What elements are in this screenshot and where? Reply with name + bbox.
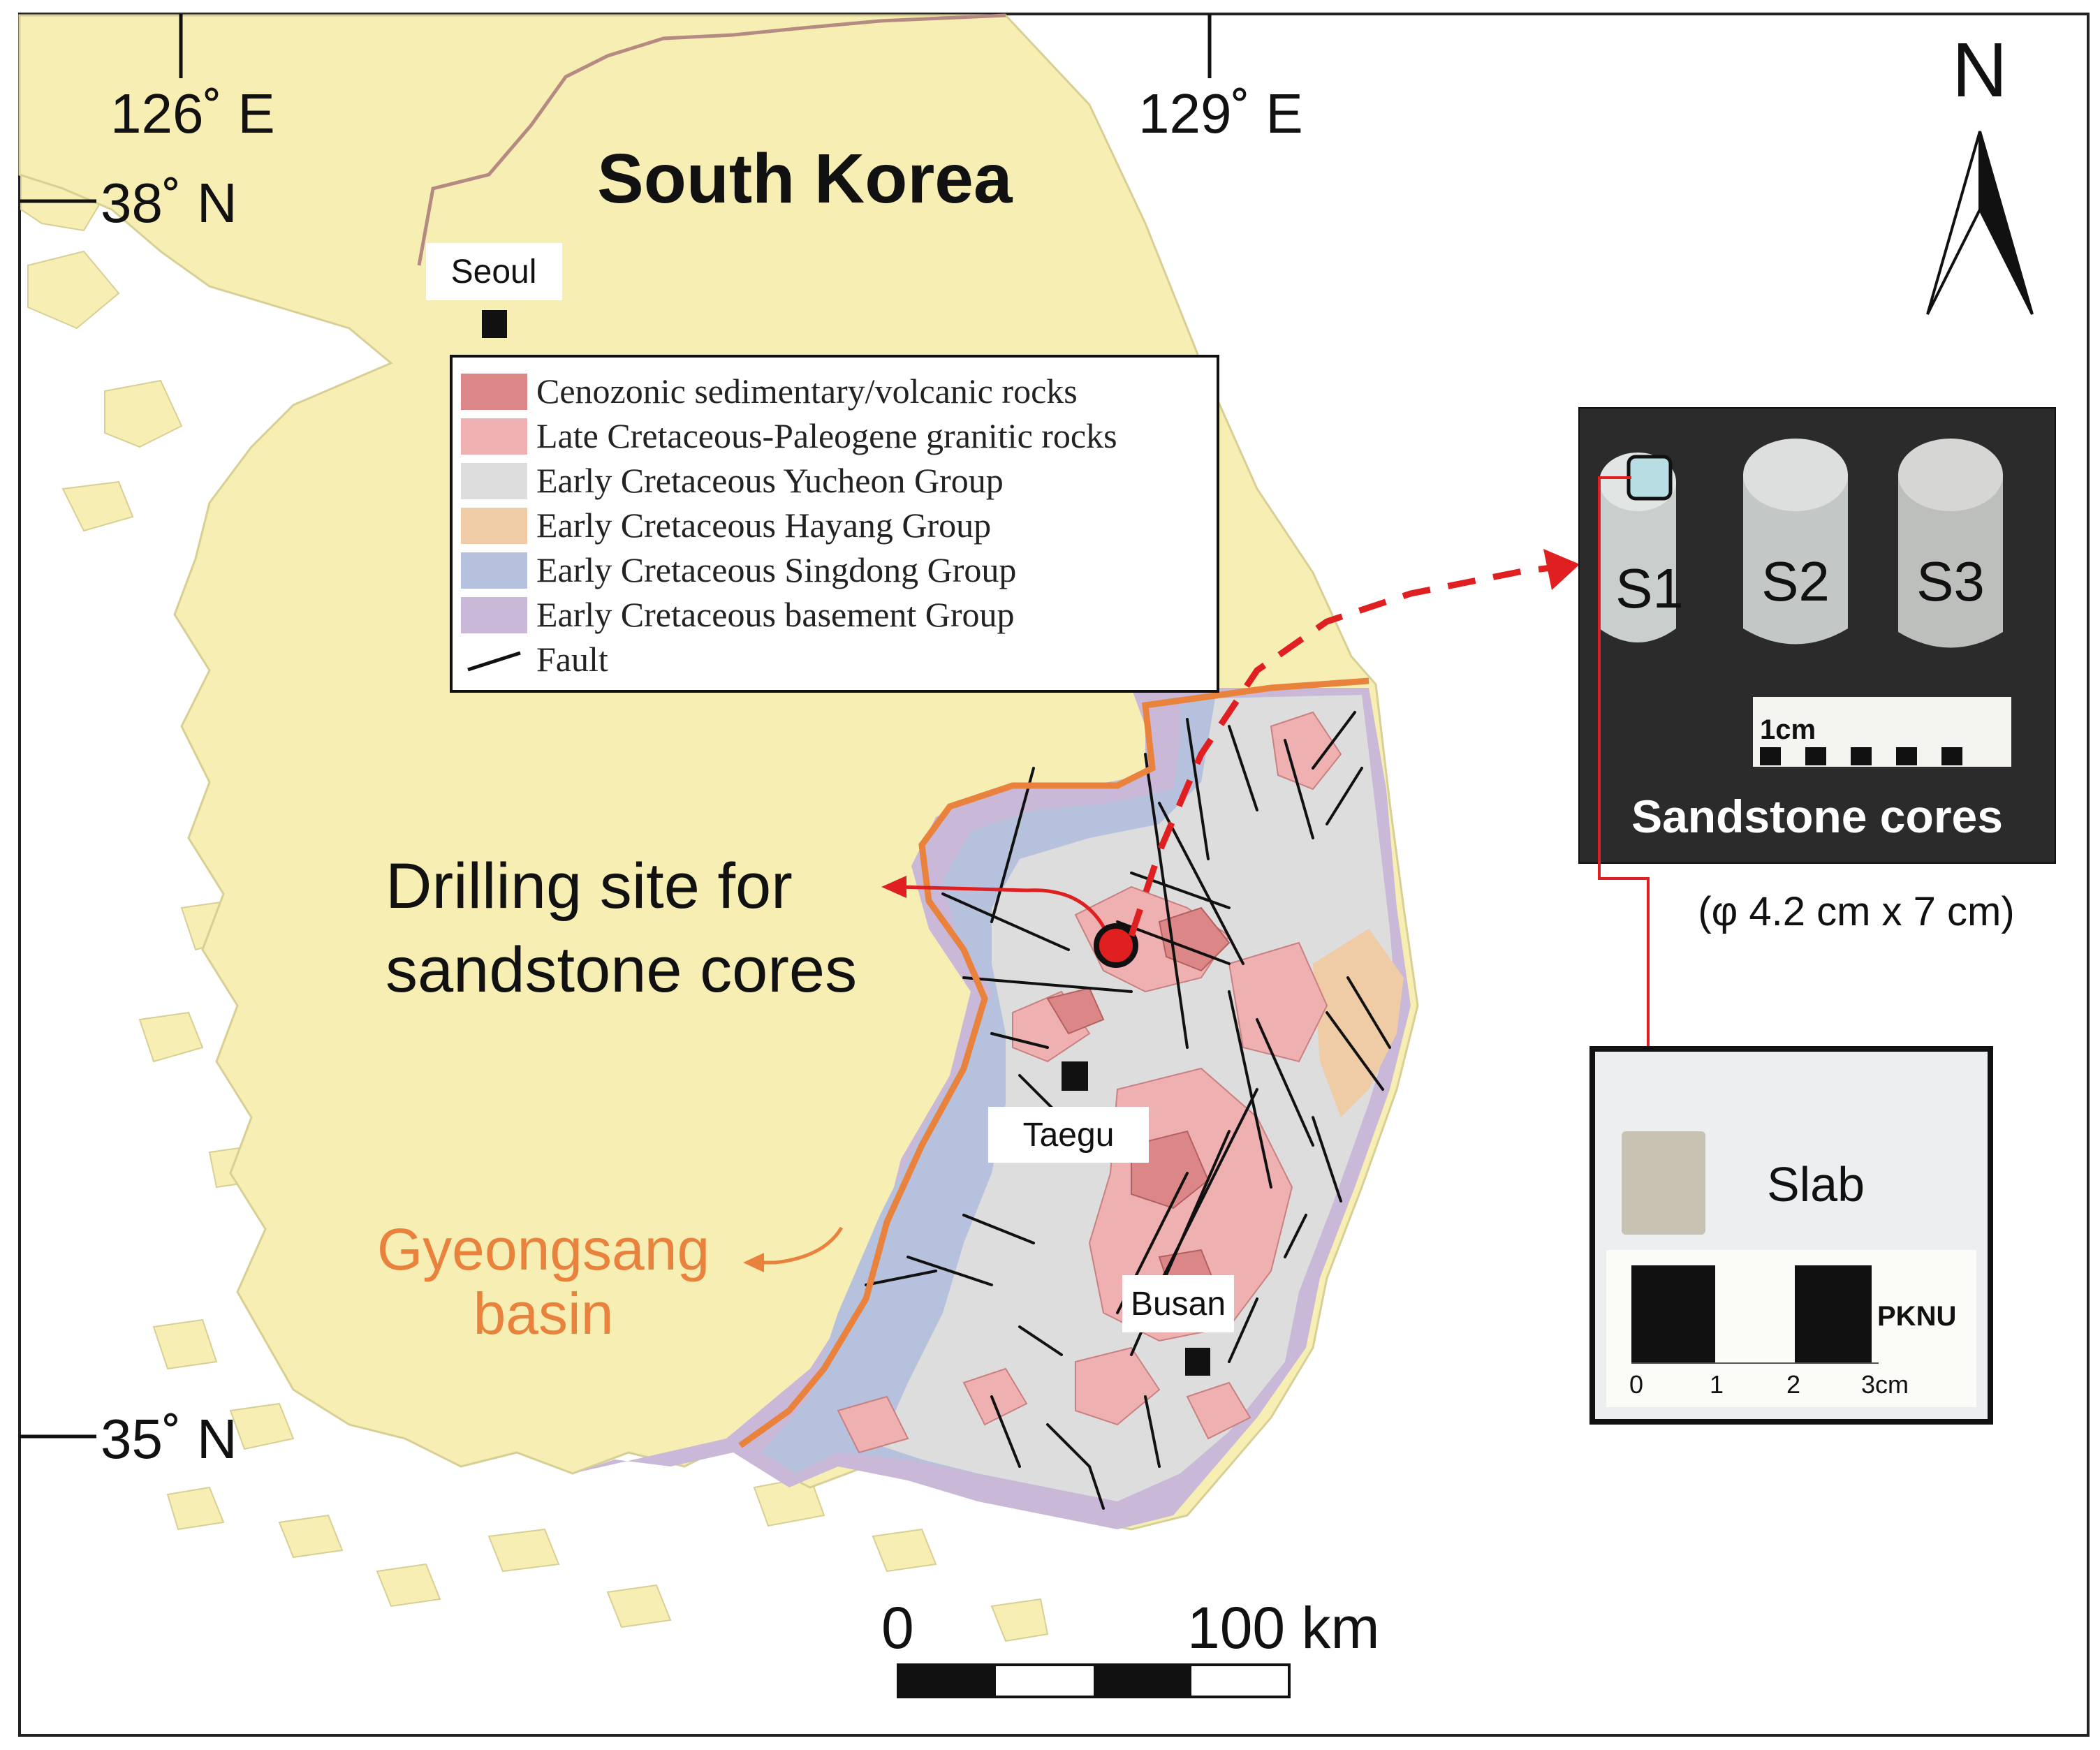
legend-label: Early Cretaceous basement Group (536, 595, 1014, 634)
legend-label: Fault (536, 640, 608, 679)
city-label-box (426, 243, 562, 300)
slab-ruler-brand: PKNU (1877, 1301, 1956, 1332)
latitude-38-label: 38˚ N (101, 172, 237, 234)
basin-label-line2: basin (473, 1281, 614, 1346)
city-label-box (1122, 1275, 1234, 1332)
legend-label: Cenozonic sedimentary/volcanic rocks (536, 372, 1078, 411)
dashed-link-arrow (1128, 564, 1558, 937)
basin-annotation: Gyeongsang basin (377, 1216, 844, 1346)
graticule (20, 14, 1212, 1439)
legend-item: Early Cretaceous Singdong Group (461, 550, 1016, 589)
legend: Cenozonic sedimentary/volcanic rocksLate… (450, 355, 1219, 693)
legend-label: Early Cretaceous Singdong Group (536, 550, 1016, 589)
basin-pointer (756, 1226, 844, 1265)
slab-ruler-tick-2: 2 (1786, 1370, 1800, 1399)
legend-label: Early Cretaceous Yucheon Group (536, 461, 1004, 500)
basin-label-line1: Gyeongsang (377, 1216, 710, 1282)
north-arrow-label: N (1952, 27, 2007, 113)
city-seoul-label: Seoul (451, 253, 537, 291)
latitude-35-label: 35˚ N (101, 1408, 237, 1470)
legend-box (450, 355, 1219, 693)
s1-to-slab-connector (1598, 476, 1650, 1117)
scale-bar: 0 100 km (881, 1595, 1379, 1698)
slab-sample (1622, 1131, 1705, 1235)
scale-bar-zero: 0 (881, 1595, 914, 1661)
slab-ruler-tick-3: 3cm (1861, 1370, 1909, 1399)
city-taegu-label: Taegu (1023, 1117, 1115, 1154)
city-busan: Busan (1122, 1275, 1234, 1376)
slab-photo: Slab PKNU 0 1 2 3cm (1589, 1046, 1993, 1425)
core-s3 (1898, 439, 2003, 648)
legend-item: Cenozonic sedimentary/volcanic rocks (461, 372, 1078, 411)
legend-item: Early Cretaceous Hayang Group (461, 506, 991, 545)
city-busan-label: Busan (1131, 1286, 1226, 1323)
slab-ruler-tick-0: 0 (1629, 1370, 1643, 1399)
longitude-126-label: 126˚ E (110, 82, 275, 145)
sandstone-cores-photo: S1 S2 S3 1cm Sandstone cores (1578, 407, 2056, 864)
basin-pointer-arrowhead (743, 1253, 764, 1272)
legend-item: Fault (467, 640, 608, 679)
slab-scale-ruler: PKNU 0 1 2 3cm (1606, 1250, 1976, 1407)
city-seoul: Seoul (426, 243, 562, 338)
drilling-site: Drilling site for sandstone cores (386, 851, 1138, 1006)
city-marker (1185, 1348, 1210, 1376)
city-label-box (988, 1107, 1149, 1163)
city-marker (482, 310, 507, 338)
legend-item: Early Cretaceous Yucheon Group (461, 461, 1004, 500)
north-arrow: N (1926, 27, 2034, 315)
core-s2-label: S2 (1761, 550, 1830, 612)
map-title: South Korea (597, 140, 1013, 218)
legend-label: Early Cretaceous Hayang Group (536, 506, 991, 545)
dmz-border (417, 13, 1006, 266)
legend-swatch (461, 418, 527, 455)
basin-boundary (738, 677, 1370, 1448)
legend-swatch (461, 374, 527, 410)
slab-ruler-tick-1: 1 (1710, 1370, 1724, 1399)
core-s2 (1743, 439, 1848, 645)
city-marker (1062, 1061, 1088, 1091)
legend-item: Early Cretaceous basement Group (461, 595, 1014, 634)
legend-label: Late Cretaceous-Paleogene granitic rocks (536, 416, 1117, 455)
drilling-site-label-line1: Drilling site for (386, 851, 793, 922)
legend-swatch (461, 597, 527, 633)
cores-scale-ruler: 1cm (1753, 697, 2011, 767)
legend-swatch (461, 463, 527, 499)
cores-ruler-label: 1cm (1760, 714, 1816, 745)
slab-label: Slab (1767, 1157, 1865, 1212)
legend-rows: Cenozonic sedimentary/volcanic rocksLate… (461, 372, 1117, 679)
scale-bar-max: 100 km (1187, 1595, 1379, 1661)
city-taegu: Taegu (988, 1061, 1149, 1163)
drilling-site-marker (1094, 923, 1138, 968)
sample-location-marker (1627, 455, 1673, 501)
cores-photo-caption: Sandstone cores (1631, 791, 2003, 842)
longitude-129-label: 129˚ E (1138, 82, 1303, 145)
dashed-link-arrowhead (1543, 549, 1580, 590)
drilling-site-label-line2: sandstone cores (386, 934, 857, 1006)
legend-item: Late Cretaceous-Paleogene granitic rocks (461, 416, 1117, 455)
core-s1-label: S1 (1615, 557, 1684, 619)
legend-swatch (461, 508, 527, 544)
cores-dimensions: (φ 4.2 cm x 7 cm) (1698, 889, 2014, 934)
legend-swatch (461, 552, 527, 589)
core-s3-label: S3 (1916, 550, 1985, 612)
basin-hayang-zone (1313, 929, 1404, 1117)
pointer-arrowhead (881, 876, 906, 898)
legend-fault-symbol (467, 651, 521, 672)
